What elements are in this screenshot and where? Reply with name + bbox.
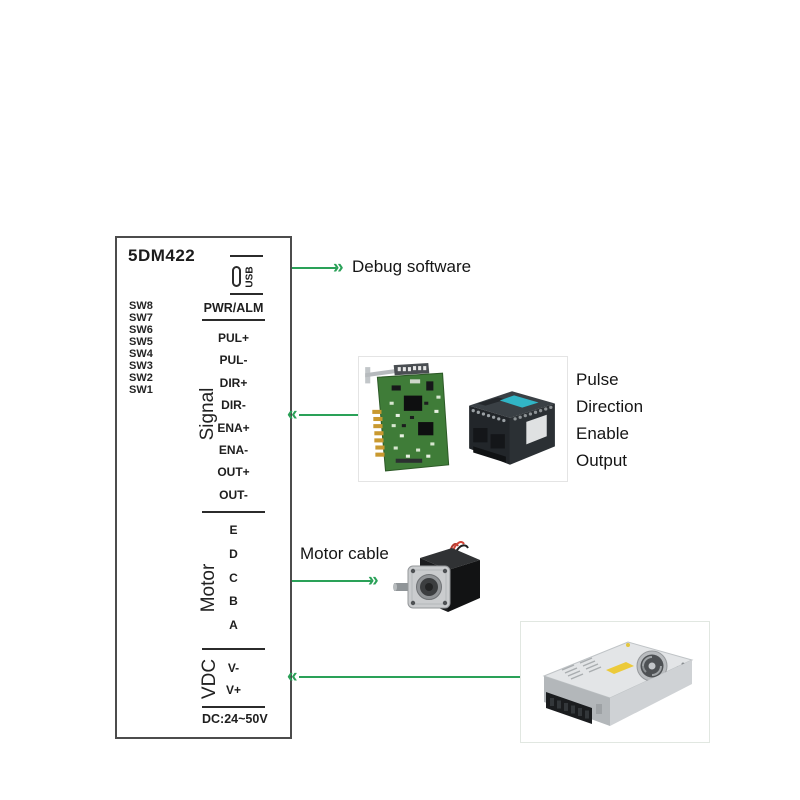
debug-software-label: Debug software xyxy=(352,257,472,276)
plc-module-image xyxy=(469,391,555,465)
vdc-pin-list: V- V+ xyxy=(202,657,265,701)
motor-cable-arrow-line xyxy=(292,580,371,582)
section-separator xyxy=(202,511,265,513)
pin-a: A xyxy=(229,618,238,633)
power-supply-panel xyxy=(520,621,710,743)
dip-switch-sw8: SW8 xyxy=(129,300,153,312)
function-direction: Direction xyxy=(576,397,644,416)
pin-pul-minus: PUL- xyxy=(219,353,248,368)
motor-cable-label: Motor cable xyxy=(300,544,389,563)
voltage-range-note: DC:24~50V xyxy=(202,712,268,726)
signal-section-label: Signal xyxy=(197,387,218,441)
function-pulse: Pulse xyxy=(576,370,619,389)
arrow-right-icon: » xyxy=(368,570,378,591)
pin-c: C xyxy=(229,570,238,585)
dip-switch-list: SW8 SW7 SW6 SW5 SW4 SW3 SW2 SW1 xyxy=(129,300,153,396)
usb-port-label: USB xyxy=(244,266,256,288)
function-enable: Enable xyxy=(576,424,629,443)
pwr-alm-label: PWR/ALM xyxy=(203,301,264,315)
pin-pul-plus: PUL+ xyxy=(217,331,249,345)
pin-v-minus: V- xyxy=(227,661,240,675)
pin-e: E xyxy=(229,523,238,537)
usb-separator-top xyxy=(230,255,263,257)
usb-connector-icon xyxy=(232,266,241,287)
section-separator xyxy=(202,648,265,650)
psu-to-vdc-arrow-line xyxy=(299,676,521,678)
pin-ena-minus: ENA- xyxy=(218,442,249,457)
signal-function-list: Pulse Direction Enable Output xyxy=(576,366,643,474)
pin-ena-plus: ENA+ xyxy=(217,420,250,435)
pin-v-plus: V+ xyxy=(225,683,241,697)
usb-to-debug-arrow-line xyxy=(292,267,336,269)
controller-to-signal-arrow-line xyxy=(299,414,362,416)
signal-pin-list: PUL+ PUL- DIR+ DIR- ENA+ ENA- OUT+ OUT- xyxy=(202,327,265,506)
section-separator xyxy=(202,706,265,708)
pin-dir-minus: DIR- xyxy=(221,398,246,413)
dip-switch-sw3: SW3 xyxy=(129,360,153,372)
dip-switch-sw2: SW2 xyxy=(129,372,153,384)
pulse-source-panel xyxy=(358,356,568,482)
dip-switch-sw4: SW4 xyxy=(129,348,153,360)
pin-out-minus: OUT- xyxy=(219,487,248,502)
vdc-section-label: VDC xyxy=(199,658,220,700)
arrow-right-icon: » xyxy=(333,257,343,278)
dip-switch-sw1: SW1 xyxy=(129,384,153,396)
driver-box: 5DM422 USB SW8 SW7 SW6 SW5 SW4 SW3 SW2 S… xyxy=(115,236,292,739)
dip-switch-sw6: SW6 xyxy=(129,324,153,336)
pin-d: D xyxy=(229,546,238,561)
motor-section-label: Motor xyxy=(198,563,219,613)
section-separator xyxy=(202,319,265,321)
arrow-left-icon: « xyxy=(287,666,297,687)
motor-pin-list: E D C B A xyxy=(202,519,265,638)
usb-separator-bottom xyxy=(230,293,263,295)
pin-out-plus: OUT+ xyxy=(217,465,250,480)
function-output: Output xyxy=(576,451,628,470)
pin-b: B xyxy=(229,594,238,609)
pin-dir-plus: DIR+ xyxy=(219,375,248,390)
controller-card-image xyxy=(365,363,450,472)
arrow-left-icon: « xyxy=(287,404,297,425)
dip-switch-sw5: SW5 xyxy=(129,336,153,348)
driver-model-title: 5DM422 xyxy=(128,246,196,265)
stepper-motor-image xyxy=(393,541,480,612)
dip-switch-sw7: SW7 xyxy=(129,312,153,324)
power-supply-image xyxy=(542,641,694,726)
